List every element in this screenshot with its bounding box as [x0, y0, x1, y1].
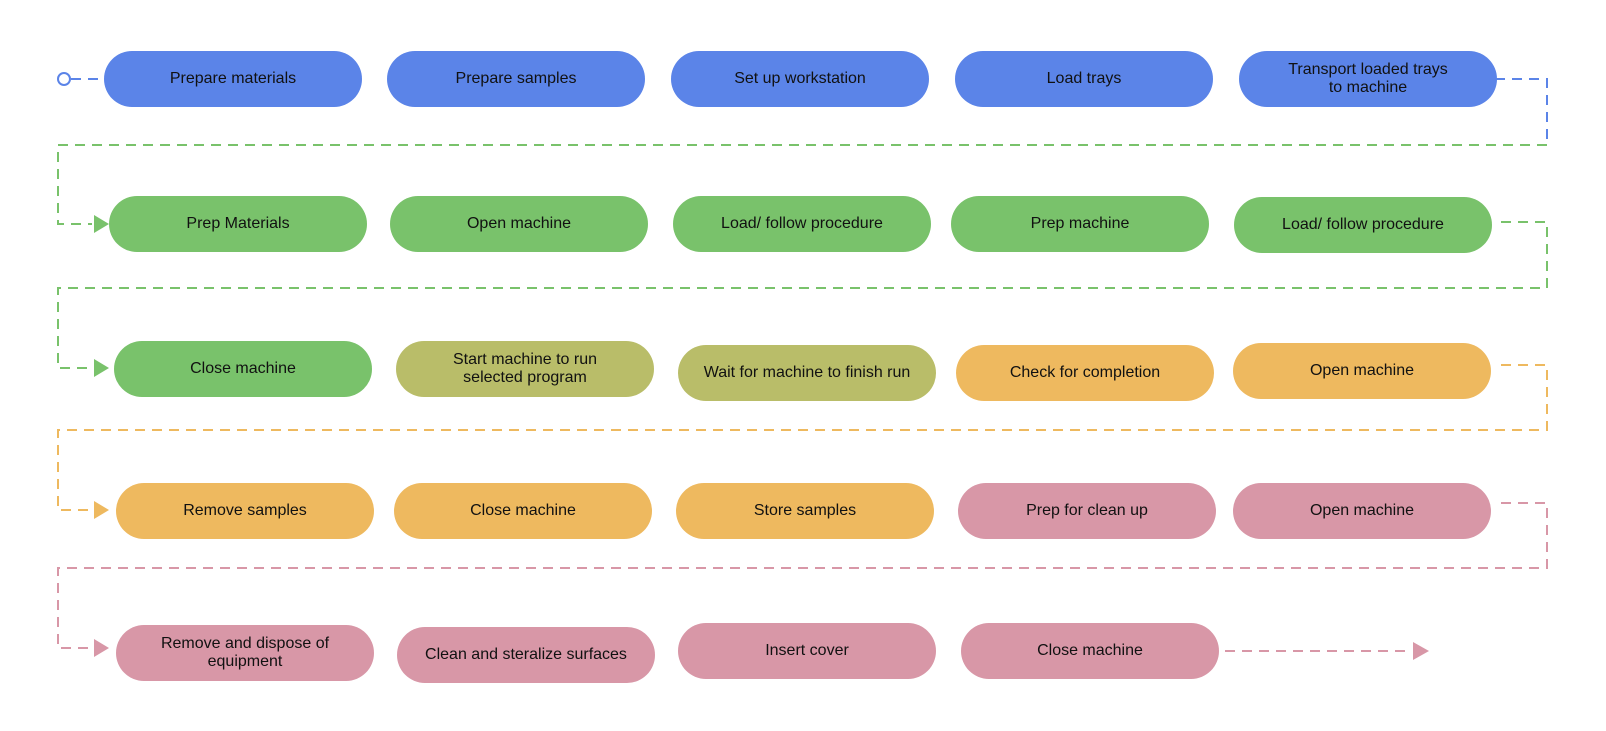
step-insert-cover: Insert cover — [678, 623, 936, 679]
step-prep-materials: Prep Materials — [109, 196, 367, 252]
step-close-machine-2: Close machine — [394, 483, 652, 539]
step-store-samples: Store samples — [676, 483, 934, 539]
wrap-connector-3 — [57, 364, 1548, 511]
step-clean-and-steralize: Clean and steralize surfaces — [397, 627, 655, 683]
step-check-for-completion: Check for completion — [956, 345, 1214, 401]
arrowhead-row-5 — [94, 639, 109, 657]
step-open-machine-2: Open machine — [1233, 343, 1491, 399]
wrap-connector-2 — [57, 221, 1548, 369]
step-load-follow-procedure-2: Load/ follow procedure — [1234, 197, 1492, 253]
step-prep-for-clean-up: Prep for clean up — [958, 483, 1216, 539]
flow-start-marker — [57, 72, 71, 86]
wrap-connector-4 — [57, 502, 1548, 649]
step-load-trays: Load trays — [955, 51, 1213, 107]
step-load-follow-procedure-1: Load/ follow procedure — [673, 196, 931, 252]
step-wait-for-machine: Wait for machine to finish run — [678, 345, 936, 401]
step-remove-samples: Remove samples — [116, 483, 374, 539]
step-open-machine-1: Open machine — [390, 196, 648, 252]
step-open-machine-3: Open machine — [1233, 483, 1491, 539]
wrap-connector-1a — [1495, 78, 1548, 145]
step-close-machine-3: Close machine — [961, 623, 1219, 679]
step-start-machine: Start machine to run selected program — [396, 341, 654, 397]
step-prep-machine: Prep machine — [951, 196, 1209, 252]
step-set-up-workstation: Set up workstation — [671, 51, 929, 107]
arrowhead-row-3 — [94, 359, 109, 377]
step-transport-loaded-trays: Transport loaded trays to machine — [1239, 51, 1497, 107]
step-remove-and-dispose: Remove and dispose of equipment — [116, 625, 374, 681]
step-close-machine-1: Close machine — [114, 341, 372, 397]
wrap-connector-1b — [57, 144, 1547, 225]
arrowhead-row-2 — [94, 215, 109, 233]
step-prepare-materials: Prepare materials — [104, 51, 362, 107]
step-prepare-samples: Prepare samples — [387, 51, 645, 107]
end-arrowhead — [1413, 642, 1429, 660]
arrowhead-row-4 — [94, 501, 109, 519]
